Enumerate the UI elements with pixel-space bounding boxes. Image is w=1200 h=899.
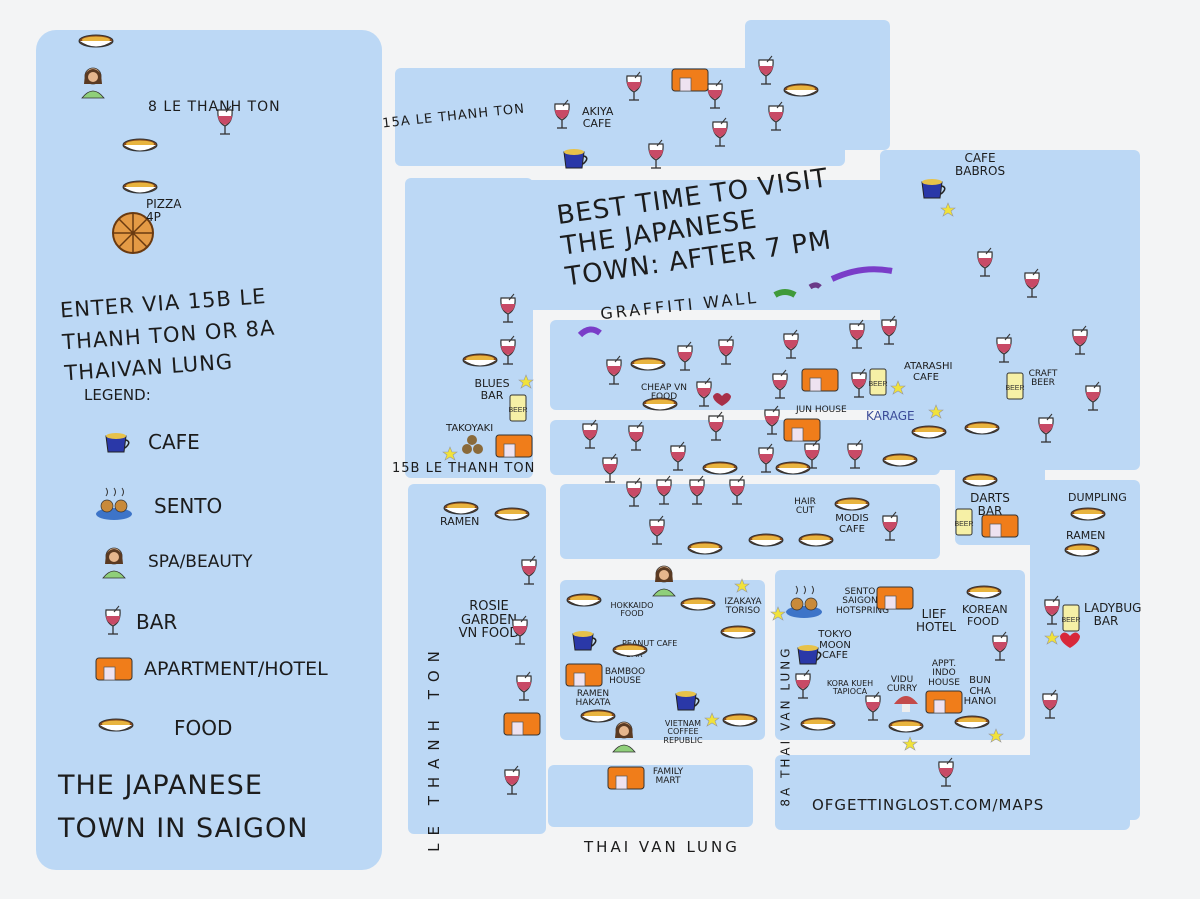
block-left-mid (408, 484, 546, 834)
place-cafe-babros: Cafe Babros (955, 151, 1006, 178)
place-family-mart: Family Mart (652, 767, 684, 787)
place-karage: Karage (866, 409, 915, 423)
place-peanut-cafe: Peanut Cafe (622, 639, 678, 648)
legend-label: Bar (136, 610, 178, 634)
place-dumpling: Dumpling (1068, 491, 1127, 504)
place-ladybug-bar: Ladybug Bar (1084, 601, 1142, 628)
street-15b-le-thanh-ton: 15B Le Thanh Ton (392, 461, 536, 476)
heart-icon (1060, 632, 1080, 648)
place-modis-cafe: Modis Cafe (835, 513, 869, 535)
cafe-icons (563, 148, 946, 711)
block-row3 (560, 484, 940, 559)
place-jun-house: Jun House (796, 405, 847, 415)
place-izakaya-toriso: Izakaya Toriso (724, 597, 762, 617)
pizza-icon (112, 212, 154, 254)
street-8-le-thanh-ton: 8 Le Thanh Ton (148, 99, 281, 115)
block-top-right (745, 20, 890, 150)
place-takoyaki: Takoyaki (446, 423, 494, 434)
place-bun-cha: Bun Cha Hanoi (963, 675, 997, 707)
block-south-mid (548, 765, 753, 827)
sento-icons (785, 585, 823, 619)
takoyaki-icon (462, 435, 483, 454)
legend-label: Cafe (148, 430, 200, 454)
place-hair-cut: Hair Cut (794, 497, 816, 517)
place-hokkaido-food: Hokkaido Food (610, 601, 654, 619)
place-kora-kueh: Kora Kueh Tapioca (826, 679, 874, 697)
place-sento-saigon: Sento Saigon Hotspring (836, 587, 890, 616)
map-title: The Japanese Town in Saigon (58, 770, 309, 845)
legend-label: Apartment/Hotel (144, 658, 328, 680)
place-bamboo-house: Bamboo House (604, 667, 646, 687)
place-tokyo-moon: Tokyo Moon Cafe (818, 629, 852, 661)
place-rosie-garden: Rosie Garden VN Food (458, 599, 520, 642)
place-appt-indo: Appt. Indo House (928, 659, 960, 688)
place-ramen-hakata: Ramen Hakata (575, 689, 611, 709)
place-blues-bar: Blues Bar (474, 377, 510, 402)
legend-label: Spa/Beauty (148, 552, 253, 572)
place-korean-food: Korean Food (962, 603, 1008, 628)
block-north-strip (520, 180, 940, 310)
block-north-strip-left (405, 178, 533, 478)
place-darts-bar: Darts Bar (970, 491, 1010, 518)
place-cheap-vn-food: Cheap VN Food (640, 383, 688, 403)
place-ramen-right: Ramen (1066, 529, 1106, 542)
block-top-left-notch (108, 30, 308, 100)
legend-label: Sento (154, 494, 223, 518)
heart-icon (713, 393, 731, 406)
place-craft-beer: Craft Beer (1028, 369, 1058, 389)
place-lief-hotel: Lief Hotel (916, 607, 957, 634)
curry-icon (894, 696, 918, 712)
graffiti-marks (577, 266, 893, 338)
place-akiya-cafe: Akiya Cafe (582, 105, 614, 130)
place-atarashi-cafe: Atarashi Cafe (904, 361, 953, 383)
place-ramen-left: Ramen (440, 515, 480, 528)
place-vietnam-coffee: Vietnam Coffee Republic (663, 719, 703, 745)
pizza-4p-label: Pizza 4P (146, 197, 182, 225)
spa-icons (612, 565, 676, 753)
legend-label: Food (174, 716, 233, 740)
left-panel-block (36, 30, 382, 870)
place-vidu-curry: Vidu Curry (886, 675, 918, 695)
food-icons (443, 83, 1106, 733)
website-credit: ofgettinglost.com/maps (812, 796, 1045, 814)
street-thai-van-lung: Thai Van Lung (584, 838, 740, 856)
legend-title: Legend: (84, 386, 151, 404)
